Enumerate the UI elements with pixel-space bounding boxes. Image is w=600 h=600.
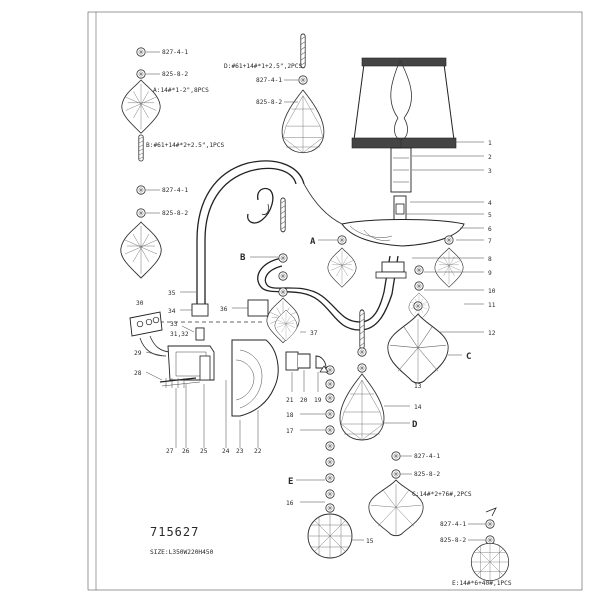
callout-34: 34: [168, 308, 176, 315]
callout-1: 1: [488, 140, 492, 147]
wall-bracket: [129, 299, 329, 448]
callout-16: 16: [286, 500, 294, 507]
callout-15: 15: [366, 538, 374, 545]
assembly-b-group: B:#61+14#*2+2.5",1PCS 827-4-1 825-8-2: [120, 134, 225, 279]
crystal-c-large: C: [387, 301, 471, 384]
callout-13: 13: [414, 383, 422, 390]
callout-29: 29: [134, 350, 142, 357]
label-a-part1: 827-4-1: [162, 49, 188, 56]
letter-a-callout: A: [310, 237, 316, 247]
candle-cup: [341, 219, 465, 247]
callout-22: 22: [254, 448, 262, 455]
callout-4: 4: [488, 200, 492, 207]
callout-23: 23: [236, 448, 244, 455]
callout-17: 17: [286, 428, 294, 435]
callout-7: 7: [488, 238, 492, 245]
callout-21: 21: [286, 397, 294, 404]
size-spec: SIZE:L350W220H450: [150, 549, 214, 556]
callout-8: 8: [488, 256, 492, 263]
label-c-part2: 825-8-2: [414, 471, 440, 478]
callout-14: 14: [414, 404, 422, 411]
callout-2: 2: [488, 154, 492, 161]
model-number: 715627: [150, 525, 199, 539]
label-c-part1: 827-4-1: [414, 453, 440, 460]
right-callouts: 1 2 3 4 5 6 7 8 9 10 11 12: [406, 140, 496, 337]
callout-9: 9: [488, 270, 492, 277]
callout-37: 37: [310, 330, 318, 337]
callout-26: 26: [182, 448, 190, 455]
crystal-e-string: E: [288, 365, 353, 559]
callout-25: 25: [200, 448, 208, 455]
label-d-part1: 827-4-1: [256, 77, 282, 84]
cup-crystal-a-left: A: [310, 235, 357, 288]
label-a-part2: 825-8-2: [162, 71, 188, 78]
center-callouts: 13 14 15 16 17 18 19 20 21: [286, 383, 422, 545]
bottom-callouts: 22 23 24 25 26 27 28 29 30 31,32 33 34 3…: [134, 290, 318, 455]
callout-11: 11: [488, 302, 496, 309]
callout-10: 10: [488, 288, 496, 295]
assembly-d-group: D:#61+14#*1+2.5",2PCS 827-4-1 825-8-2: [224, 33, 325, 154]
spec-b: B:#61+14#*2+2.5",1PCS: [146, 142, 225, 149]
label-d-part2: 825-8-2: [256, 99, 282, 106]
letter-c-callout: C: [466, 352, 471, 362]
callout-35: 35: [168, 290, 176, 297]
spec-c: C:14#*2+76#,2PCS: [412, 491, 472, 498]
label-e-part2: 825-8-2: [440, 537, 466, 544]
callout-30: 30: [136, 300, 144, 307]
callout-33: 33: [170, 321, 178, 328]
spec-d: D:#61+14#*1+2.5",2PCS: [224, 63, 303, 70]
callout-24: 24: [222, 448, 230, 455]
arm-junction-parts: [195, 327, 205, 341]
label-e-part1: 827-4-1: [440, 521, 466, 528]
label-b-part1: 827-4-1: [162, 187, 188, 194]
assembly-c-group: 827-4-1 825-8-2 C:14#*2+76#,2PCS: [368, 451, 472, 537]
callout-19: 19: [314, 397, 322, 404]
callout-36: 36: [220, 306, 228, 313]
arm-frame: [196, 160, 407, 331]
assembly-e-group: 827-4-1 825-8-2 E:14#*6+40#,1PCS: [440, 507, 512, 587]
drawing-border: [87, 11, 583, 591]
letter-d-callout: D: [412, 420, 418, 430]
cup-crystal-a-right: [434, 235, 464, 288]
spec-a: A:14#*1-2",8PCS: [153, 87, 209, 94]
callout-18: 18: [286, 412, 294, 419]
letter-b-callout: B: [240, 253, 246, 263]
callout-20: 20: [300, 397, 308, 404]
crystal-37: [274, 309, 306, 342]
callout-5: 5: [488, 212, 492, 219]
callout-6: 6: [488, 226, 492, 233]
socket-crystal: [408, 265, 430, 322]
label-b-part2: 825-8-2: [162, 210, 188, 217]
arm-hanging-crystal-b: B: [240, 197, 300, 344]
assembly-a-group: 827-4-1 825-8-2 A:14#*1-2",8PCS: [121, 47, 209, 134]
spec-e: E:14#*6+40#,1PCS: [452, 580, 512, 587]
callout-31-32: 31,32: [170, 331, 189, 338]
callout-28: 28: [134, 370, 142, 377]
crystal-d-pendant: D: [339, 309, 418, 441]
callout-27: 27: [166, 448, 174, 455]
lamp-shade: [351, 57, 457, 150]
callout-12: 12: [488, 330, 496, 337]
callout-3: 3: [488, 168, 492, 175]
letter-e-callout: E: [288, 477, 293, 487]
candle-socket: [390, 147, 412, 223]
